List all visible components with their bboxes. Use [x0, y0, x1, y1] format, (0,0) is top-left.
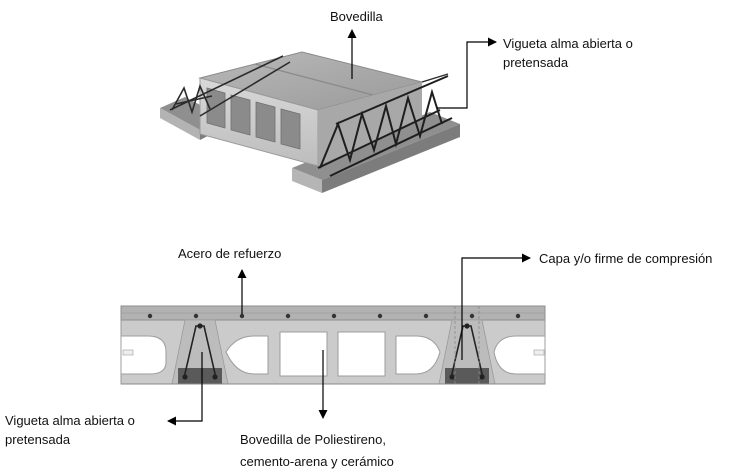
- label-vigueta-bottom-line1: Vigueta alma abierta o: [5, 413, 135, 428]
- joist-left: [171, 319, 229, 385]
- isometric-slab-illustration: [160, 51, 460, 193]
- vigueta-bottom-leader-line: [167, 352, 203, 426]
- label-bovedilla-bottom-line2: cemento-arena y cerámico: [240, 454, 394, 469]
- cross-section-illustration: [120, 305, 546, 385]
- label-vigueta-bottom-line2: pretensada: [5, 432, 71, 447]
- label-bovedilla-top: Bovedilla: [330, 9, 383, 24]
- right-truss: [317, 75, 453, 177]
- capa-leader-line: [461, 253, 531, 360]
- bovedilla-cells: [206, 87, 301, 150]
- bovedilla-hollows: [120, 331, 546, 377]
- vigueta-top-leader-line: [437, 37, 497, 109]
- label-vigueta-top-line2: pretensada: [503, 55, 569, 70]
- label-acero-de-refuerzo: Acero de refuerzo: [178, 246, 282, 261]
- left-truss: [169, 55, 291, 117]
- label-vigueta-top-line1: Vigueta alma abierta o: [503, 36, 633, 51]
- label-capa-firme-compresion: Capa y/o firme de compresión: [539, 251, 713, 266]
- joist-right: [438, 306, 496, 385]
- top-rebar-dots: [147, 313, 521, 319]
- label-bovedilla-bottom-line1: Bovedilla de Poliestireno,: [240, 432, 386, 447]
